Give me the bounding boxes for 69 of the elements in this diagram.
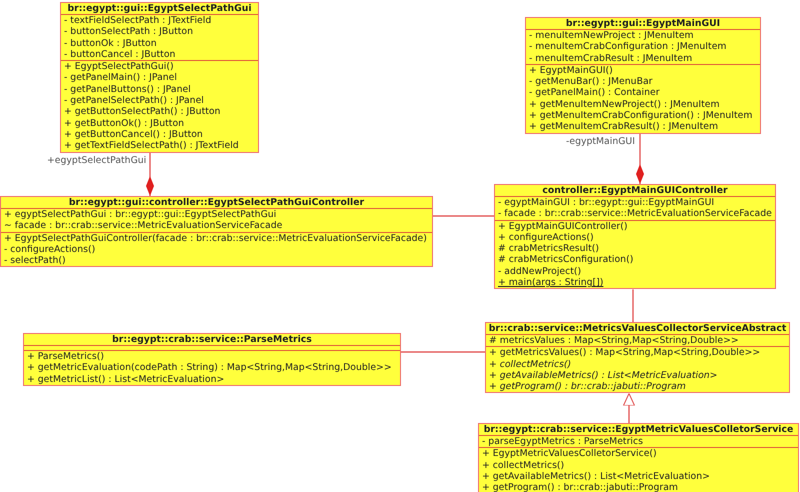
method: + getProgram() : br::crab::jabuti::Program	[489, 381, 686, 392]
method: + getMenuItemNewProject() : JMenuItem	[529, 98, 720, 110]
class-box	[0, 196, 433, 268]
attribute: - textFieldSelectPath : JTextField	[64, 15, 212, 26]
method: - selectPath()	[4, 255, 66, 266]
method: + EgyptMainGUI()	[529, 64, 613, 76]
method: - getPanelSelectPath() : JPanel	[64, 95, 204, 106]
method: # crabMetricsResult()	[498, 243, 600, 254]
method: + EgyptSelectPathGuiController(facade : br::crab::service::MetricEvaluationServiceFacade)	[4, 232, 427, 244]
method: - getPanelMain() : Container	[529, 87, 660, 99]
class-name: controller::EgyptMainGUIController	[542, 185, 728, 196]
composition-line	[146, 152, 154, 196]
method: + getButtonOk() : JButton	[64, 118, 184, 129]
method: + getMetricList() : List<MetricEvaluation>	[27, 374, 224, 385]
attribute: - buttonOk : JButton	[64, 38, 157, 49]
method: + EgyptMetricValuesColletorService()	[482, 448, 657, 460]
method: + collectMetrics()	[489, 358, 572, 370]
method: + getAvailableMetrics() : List<MetricEvaluation>	[489, 370, 718, 382]
attribute: - parseEgyptMetrics : ParseMetrics	[482, 436, 643, 448]
association-line	[632, 289, 634, 322]
method: + ParseMetrics()	[27, 351, 104, 362]
method: + main(args : String[])	[498, 277, 604, 288]
method: + getMetricEvaluation(codePath : String) : Map<String,Map<String,Double>>	[27, 362, 392, 374]
class-box	[478, 423, 799, 492]
class-name: br::egypt::gui::EgyptMainGUI	[566, 18, 720, 29]
attribute: - buttonCancel : JButton	[64, 48, 176, 60]
inheritance-arrow	[623, 392, 635, 423]
class-name: br::egypt::crab::service::EgyptMetricValuesColletorService	[484, 424, 794, 435]
method: - addNewProject()	[498, 266, 582, 278]
class-box	[494, 184, 776, 290]
method: + EgyptSelectPathGui()	[64, 61, 174, 72]
method: - getPanelButtons() : JPanel	[64, 84, 191, 96]
attribute: + egyptSelectPathGui : br::egypt::gui::EgyptSelectPathGui	[4, 209, 276, 220]
attribute: - buttonSelectPath : JButton	[64, 26, 194, 38]
method: - configureActions()	[4, 244, 96, 256]
method: + collectMetrics()	[482, 460, 564, 471]
composition-line	[636, 134, 644, 184]
method: + configureActions()	[498, 232, 594, 244]
attribute: ~ facade : br::crab::service::MetricEvaluationServiceFacade	[4, 220, 282, 232]
attribute: - egyptMainGUI : br::egypt::gui::EgyptMainGUI	[498, 197, 714, 208]
edge-label: -egyptMainGUI	[566, 136, 635, 147]
attribute: - menuItemCrabResult : JMenuItem	[529, 52, 692, 64]
method: + getProgram() : br::crab::jabuti::Program	[482, 482, 678, 492]
class-name: br::egypt::gui::controller::EgyptSelectPathGuiController	[68, 197, 364, 208]
method: + getAvailableMetrics() : List<MetricEvaluation>	[482, 470, 710, 482]
association-line	[401, 351, 485, 353]
class-box	[525, 17, 761, 134]
class-box	[60, 2, 259, 153]
attribute: # metricsValues : Map<String,Map<String,Double>>	[489, 335, 739, 346]
method: - getMenuBar() : JMenuBar	[529, 76, 652, 88]
attribute: - menuItemNewProject : JMenuItem	[529, 30, 694, 42]
method: + getTextFieldSelectPath() : JTextField	[64, 140, 239, 152]
class-box	[485, 322, 790, 394]
method: - getPanelMain() : JPanel	[64, 72, 177, 84]
class-name: br::egypt::gui::EgyptSelectPathGui	[67, 3, 252, 14]
attribute: - facade : br::crab::service::MetricEvaluationServiceFacade	[498, 208, 772, 220]
method: + getButtonSelectPath() : JButton	[64, 106, 220, 118]
class-name: br::crab::service::MetricsValuesCollectorServiceAbstract	[488, 323, 786, 334]
method: # crabMetricsConfiguration()	[498, 254, 634, 266]
method: + getMenuItemCrabResult() : JMenuItem	[529, 121, 718, 133]
association-line	[433, 215, 494, 217]
edge-label: +egyptSelectPathGui	[47, 155, 146, 166]
method: + EgyptMainGUIController()	[498, 220, 628, 232]
class-box	[23, 333, 401, 386]
method: + getMenuItemCrabConfiguration() : JMenuItem	[529, 110, 752, 122]
method: + getMetricsValues() : Map<String,Map<String,Double>>	[489, 347, 760, 359]
class-name: br::egypt::crab::service::ParseMetrics	[112, 334, 312, 345]
attribute: - menuItemCrabConfiguration : JMenuItem	[529, 41, 726, 53]
method: + getButtonCancel() : JButton	[64, 128, 203, 140]
